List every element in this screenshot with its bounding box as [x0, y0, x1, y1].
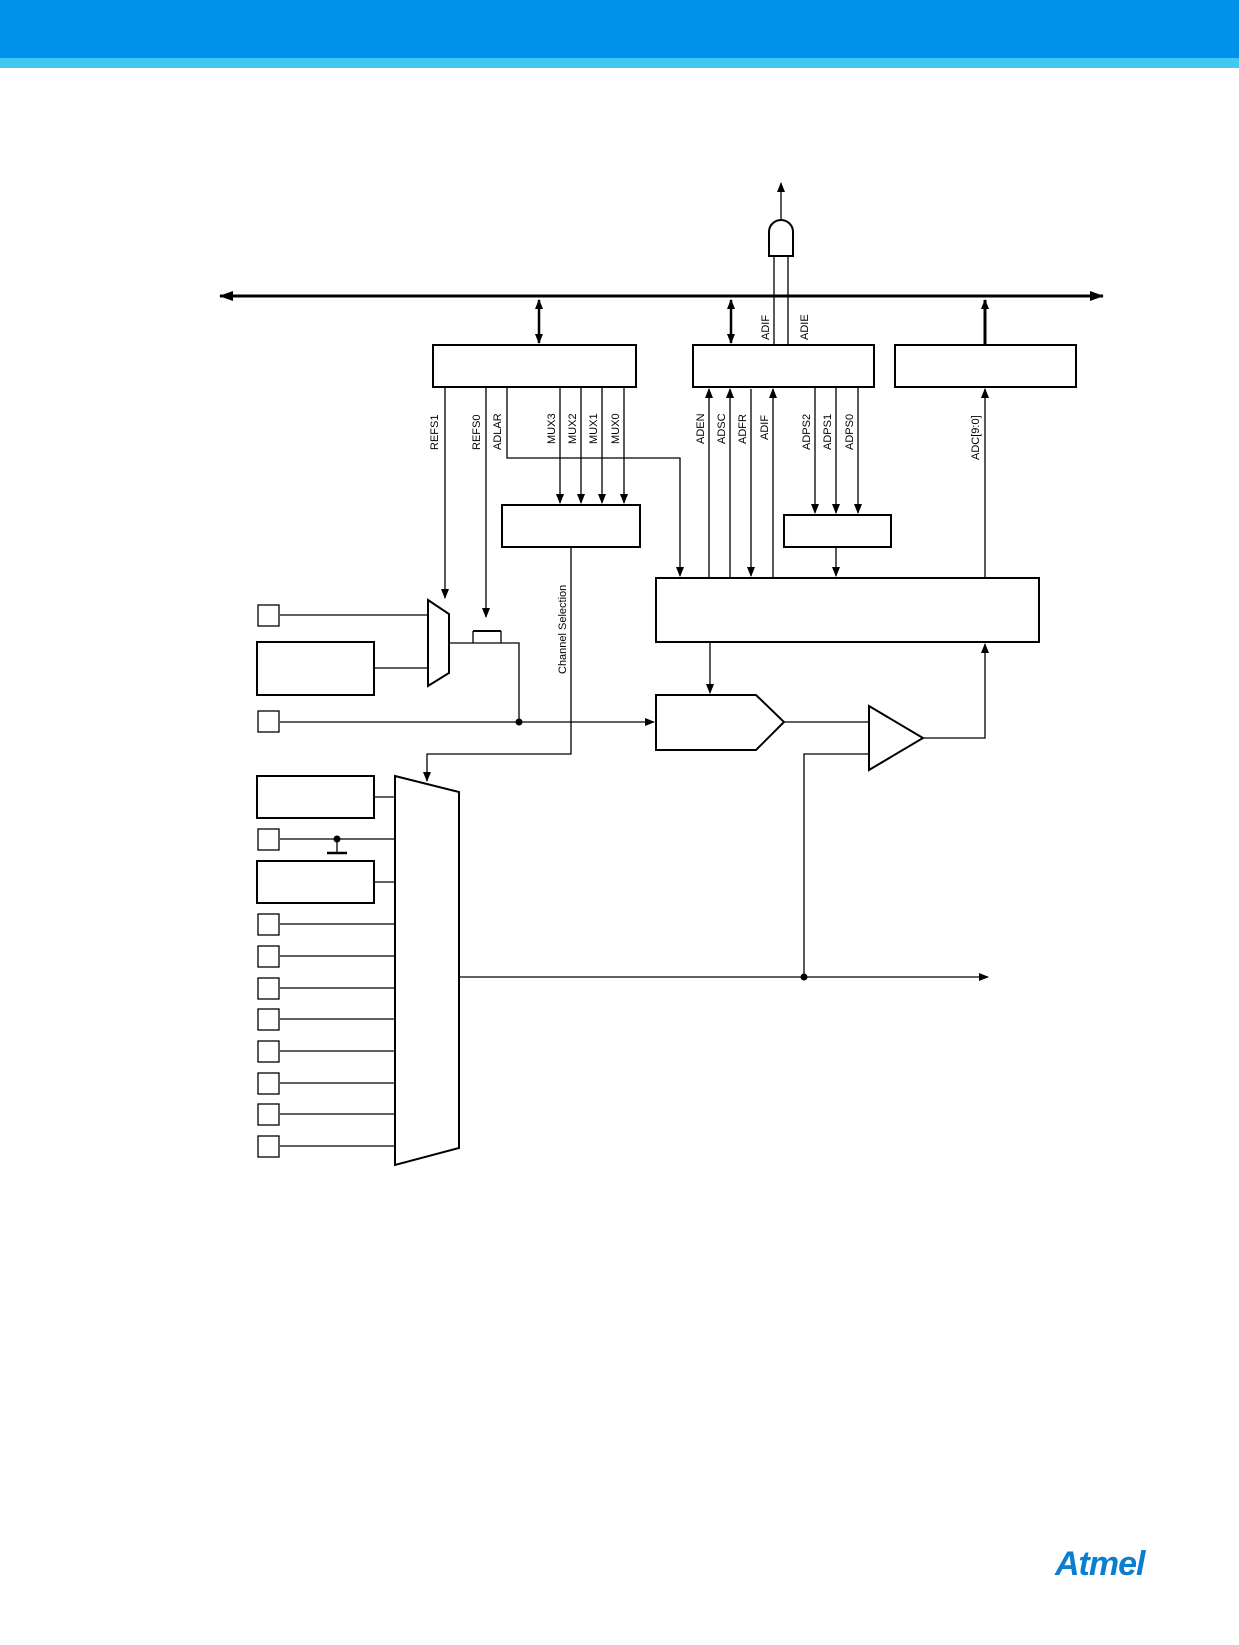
label-mux0: MUX0	[610, 413, 622, 444]
adlar-wire	[506, 387, 684, 577]
label-adfr: ADFR	[737, 414, 749, 444]
adcsr-register-box	[692, 344, 875, 388]
label-refs1: REFS1	[429, 415, 441, 450]
channel-selection-wire	[423, 547, 572, 782]
adc2-pin	[257, 1072, 280, 1095]
adc3-pin	[257, 1040, 280, 1063]
adc0-pin	[257, 1135, 280, 1158]
avcc-pin	[257, 604, 280, 627]
label-adps1: ADPS1	[822, 414, 834, 450]
adc4-pin	[257, 1008, 280, 1031]
label-adif-ctrl: ADIF	[759, 415, 771, 440]
reference-select-wire	[449, 642, 520, 722]
label-mux1: MUX1	[588, 413, 600, 444]
adc7-pin	[257, 913, 280, 936]
label-adc-data: ADC[9:0]	[970, 415, 982, 460]
input-mux-shape	[394, 774, 460, 1167]
label-channel-selection: Channel Selection	[557, 585, 569, 674]
conversion-logic-box	[655, 577, 1040, 643]
label-adps0: ADPS0	[844, 414, 856, 450]
admux-register-box	[432, 344, 637, 388]
interrupt-and-gate	[768, 219, 794, 257]
label-adie-irq: ADIE	[799, 314, 811, 340]
atmel-logo: Atmel	[1055, 1545, 1145, 1583]
adc1-pin	[257, 1103, 280, 1126]
mux-decoder-box	[501, 504, 641, 548]
header-bar	[0, 0, 1239, 58]
internal-reference-box	[256, 641, 375, 696]
label-refs0: REFS0	[471, 415, 483, 450]
comparator-input-wire	[803, 753, 869, 977]
gnd-pin	[257, 828, 280, 851]
aref-junction-dot	[515, 718, 523, 726]
header-stripe	[0, 58, 1239, 68]
mux-output-junction-dot	[800, 973, 808, 981]
label-adif-irq: ADIF	[760, 315, 772, 340]
dac-block	[655, 694, 786, 751]
label-mux3: MUX3	[546, 413, 558, 444]
label-aden: ADEN	[695, 413, 707, 444]
label-mux2: MUX2	[567, 413, 579, 444]
label-adsc: ADSC	[716, 413, 728, 444]
aref-pin	[257, 710, 280, 733]
label-adps2: ADPS2	[801, 414, 813, 450]
comparator-triangle	[868, 704, 925, 772]
comparator-output-wire	[923, 643, 989, 739]
adc6-pin	[257, 945, 280, 968]
adc-data-register-box	[894, 344, 1077, 388]
temperature-sensor-box	[256, 860, 375, 904]
adc5-pin	[257, 977, 280, 1000]
gnd-junction-dot	[333, 835, 341, 843]
reference-mux-shape	[427, 598, 450, 688]
prescaler-box	[783, 514, 892, 548]
bandgap-reference-box	[256, 775, 375, 819]
label-adlar: ADLAR	[492, 413, 504, 450]
